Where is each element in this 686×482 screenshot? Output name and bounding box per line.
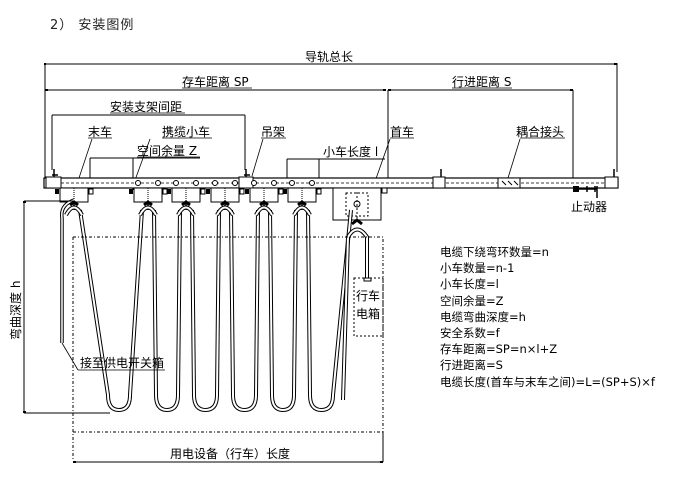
- cable-trolley: [245, 180, 284, 210]
- section-heading: 2） 安装图例: [50, 18, 135, 33]
- total-rail-length-dimension: 导轨总长: [44, 50, 618, 178]
- cable-loop: [268, 209, 298, 413]
- legend-item: 电缆下绕弯环数量=n: [440, 245, 549, 259]
- rail-bracket: [432, 169, 446, 189]
- equipment-length-label: 用电设备（行车）长度: [170, 446, 290, 461]
- bracket-spacing-label: 安装支架间距: [110, 99, 182, 114]
- head-trolley: [332, 187, 388, 221]
- cable-loop: [306, 209, 353, 413]
- parking-distance-label: 存车距离 SP: [182, 74, 249, 89]
- total-rail-length-label: 导轨总长: [305, 50, 353, 64]
- rail-bracket: [604, 169, 619, 189]
- travel-distance-label: 行进距离 S: [452, 74, 511, 89]
- space-margin-dimension: 空间余量 Z: [89, 143, 200, 190]
- legend-item: 行进距离=S: [440, 358, 503, 373]
- legend-item: 存车距离=SP=n×l+Z: [440, 342, 558, 357]
- formula-legend: 电缆下绕弯环数量=n 小车数量=n-1 小车长度=l 空间余量=Z 电缆弯曲深度…: [440, 244, 655, 390]
- trolley-length-dimension: 小车长度 l: [286, 144, 385, 180]
- supply-switchbox-label: 接至供电开关箱: [80, 355, 164, 370]
- legend-item: 小车数量=n-1: [440, 261, 515, 276]
- end-trolley-label: 末车: [88, 124, 112, 139]
- coupling-joint-label: 耦合接头: [516, 124, 564, 139]
- cable-trolley: [129, 180, 168, 210]
- component-labels: 末车 携缆小车 吊架 首车 耦合接头 止动器: [74, 124, 607, 214]
- crane-box-label-line2: 电箱: [356, 306, 380, 321]
- cable-loop: [229, 209, 260, 413]
- space-margin-label: 空间余量 Z: [137, 143, 197, 158]
- stopper-label: 止动器: [571, 200, 607, 214]
- parking-distance-dimension: 存车距离 SP: [45, 74, 386, 91]
- end-trolley: [55, 187, 94, 210]
- trolleys: [55, 180, 322, 210]
- rail-bracket: [238, 169, 254, 189]
- rail: [43, 169, 619, 198]
- trolley-length-label: 小车长度 l: [323, 144, 378, 159]
- legend-item: 电缆弯曲深度=h: [440, 309, 526, 324]
- cable-loop: [78, 209, 144, 413]
- bend-depth-label: 弯曲深度 h: [8, 281, 23, 340]
- supply-cable: 接至供电开关箱: [60, 198, 165, 371]
- stopper: [573, 186, 598, 198]
- cable-loop: [152, 209, 182, 413]
- legend-item: 小车长度=l: [440, 277, 499, 292]
- hanger-label: 吊架: [261, 125, 285, 139]
- crane-electrical-box: 行车 电箱: [353, 277, 384, 337]
- legend-item: 电缆长度(首车与末车之间)=L=(SP+S)×f: [440, 374, 655, 389]
- crane-box-label-line1: 行车: [356, 288, 380, 303]
- equipment-outline: 用电设备（行车）长度: [72, 236, 384, 463]
- cable-loop: [190, 209, 221, 413]
- bracket-spacing-dimension: 安装支架间距: [51, 99, 246, 170]
- bend-depth-dimension: 弯曲深度 h: [8, 200, 110, 414]
- travel-distance-dimension: 行进距离 S: [387, 74, 574, 180]
- head-trolley-label: 首车: [390, 124, 414, 139]
- cable-trolley: [167, 180, 206, 210]
- legend-item: 空间余量=Z: [440, 293, 504, 308]
- rail-bracket: [45, 169, 62, 189]
- cable-trolley-label: 携缆小车: [162, 124, 210, 139]
- cable-trolley: [206, 180, 245, 210]
- cable-loops: [64, 205, 353, 413]
- coupling-joint: [497, 177, 521, 189]
- legend-item: 安全系数=f: [440, 326, 500, 341]
